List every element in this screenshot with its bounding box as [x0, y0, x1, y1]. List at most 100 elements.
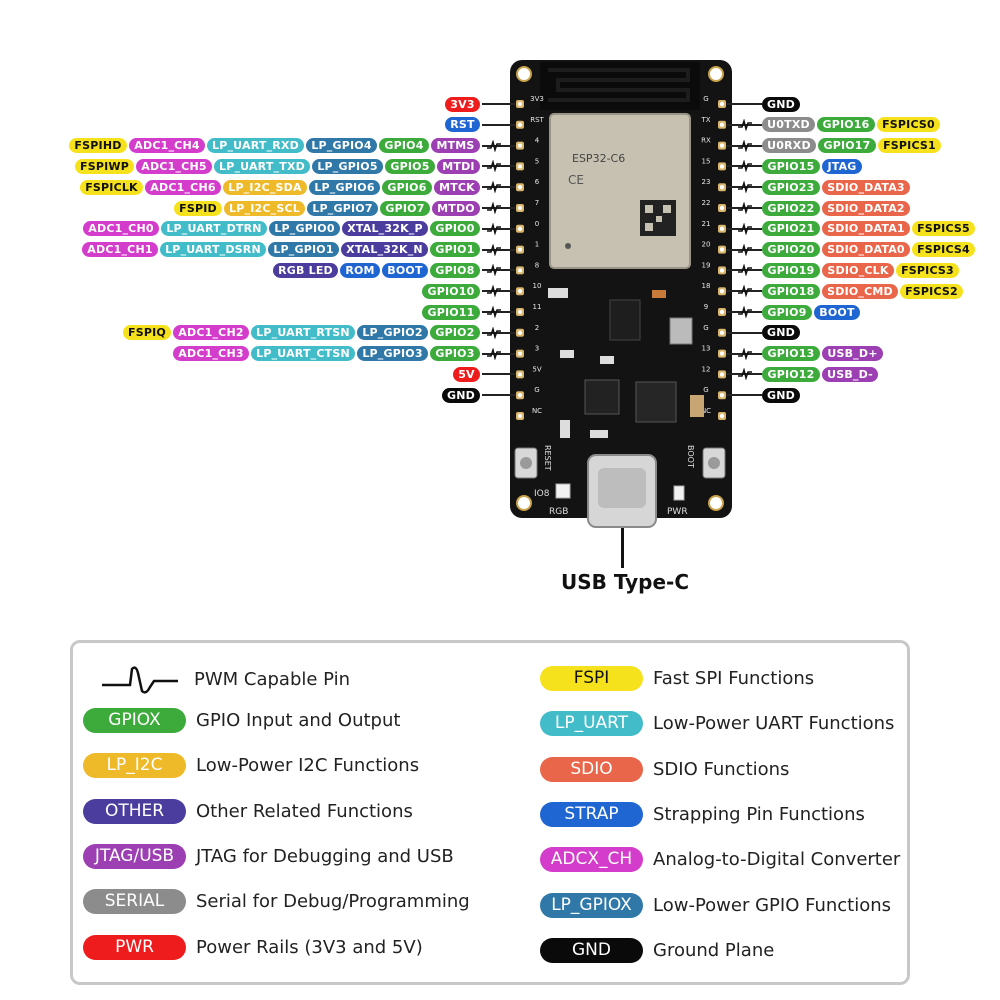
adc1-ch5-label: ADC1_CH5	[136, 158, 212, 174]
left-header-hole	[517, 413, 523, 419]
io8-silk: IO8	[534, 489, 550, 499]
gnd-label: GND	[442, 387, 480, 403]
boot-silk: BOOT	[686, 445, 695, 468]
fspi-legend-text: Fast SPI Functions	[653, 668, 815, 689]
left-silk-label: 3V3	[530, 95, 544, 103]
pin-lead-line	[482, 248, 516, 251]
pin-lead-line	[482, 311, 516, 313]
right-silk-label: 21	[702, 220, 711, 228]
lp-gpiox-legend-pill: LP_GPIOX	[540, 892, 643, 918]
pwr-legend-text: Power Rails (3V3 and 5V)	[196, 936, 423, 958]
gpio17-label: GPIO17	[818, 138, 876, 154]
right-silk-label: 15	[702, 157, 711, 165]
svg-text:CE: CE	[568, 173, 584, 187]
pwm-wave-icon	[102, 666, 178, 694]
right-silk-label: NC	[701, 407, 711, 415]
gnd-label: GND	[762, 96, 800, 112]
left-header-hole	[517, 226, 523, 231]
gpio11-label: GPIO11	[422, 304, 480, 320]
lp-uart-rxd-label: LP_UART_RXD	[207, 138, 304, 154]
left-silk-label: G	[534, 386, 539, 394]
lp-gpio5-label: LP_GPIO5	[312, 158, 383, 174]
left-silk-label: 2	[535, 324, 539, 332]
lp-uart-ctsn-label: LP_UART_CTSN	[251, 346, 355, 362]
module-pin1-dot	[565, 243, 571, 249]
smd-component	[590, 430, 608, 438]
left-header-hole	[517, 351, 523, 356]
gnd-label: GND	[762, 387, 800, 403]
module-label: ESP32-C6	[572, 152, 625, 165]
right-header-hole	[719, 372, 725, 377]
pwm-wave-icon	[487, 139, 501, 152]
gpio4-label: GPIO4	[379, 138, 429, 154]
pwm-wave-icon	[487, 160, 501, 173]
strap-legend-pill: STRAP	[540, 801, 643, 827]
right-silk-label: 20	[702, 241, 711, 249]
mount-hole	[516, 66, 532, 82]
right-silk-label: RX	[701, 137, 711, 145]
rom-label: ROM	[340, 262, 380, 278]
right-header-hole	[719, 309, 725, 315]
pwr-silk: PWR	[667, 507, 688, 517]
left-header-hole	[517, 247, 523, 252]
pin-lead-line	[482, 269, 516, 272]
adc1-ch6-label: ADC1_CH6	[145, 179, 221, 195]
left-header-hole	[517, 185, 523, 190]
lp-i2c-legend-text: Low-Power I2C Functions	[196, 755, 420, 777]
smd-component	[652, 290, 666, 298]
strap-legend-text: Strapping Pin Functions	[653, 803, 865, 825]
pwm-legend-text: PWM Capable Pin	[194, 669, 351, 690]
gpio21-label: GPIO21	[762, 221, 820, 237]
fspics3-label: FSPICS3	[896, 262, 959, 278]
adc1-ch3-label: ADC1_CH3	[173, 346, 249, 362]
usb-d-label: USB_D-	[822, 366, 878, 382]
left-header-hole	[517, 122, 523, 128]
gpio15-label: GPIO15	[762, 158, 820, 174]
gnd-legend-pill: GND	[540, 937, 643, 963]
right-header-hole	[719, 268, 725, 273]
pin-lead-line	[726, 227, 762, 230]
mount-hole	[516, 495, 532, 511]
left-silk-label: 6	[535, 178, 540, 186]
right-header-hole	[719, 185, 725, 190]
gpio0-label: GPIO0	[430, 221, 480, 237]
pwm-wave-icon	[738, 139, 752, 152]
left-silk-label: 7	[535, 199, 539, 207]
right-header-hole	[719, 164, 725, 169]
right-silk-label: 9	[704, 303, 708, 311]
fspihd-label: FSPIHD	[69, 138, 127, 154]
pin-lead-line	[726, 123, 762, 126]
boot-label: BOOT	[814, 304, 860, 320]
left-silk-label: 10	[533, 282, 542, 290]
lp-uart-rtsn-label: LP_UART_RTSN	[251, 325, 355, 341]
pwm-wave-icon	[738, 202, 752, 214]
left-header-hole	[517, 143, 523, 148]
pwm-wave-icon	[738, 222, 752, 235]
jtag-usb-legend-pill: JTAG/USB	[83, 843, 186, 869]
lp-uart-legend-text: Low-Power UART Functions	[653, 713, 895, 735]
right-header-hole	[719, 143, 725, 148]
3v3-label: 3V3	[445, 96, 480, 112]
lp-i2c-legend-pill: LP_I2C	[83, 753, 186, 779]
left-silk-label: 0	[535, 220, 539, 228]
pin-lead-line	[482, 373, 516, 376]
right-header-hole	[719, 330, 725, 335]
adcx-ch-legend-text: Analog-to-Digital Converter	[653, 849, 901, 871]
gpio13-label: GPIO13	[762, 346, 820, 362]
right-header-hole	[719, 351, 725, 356]
pin-lead-line	[726, 269, 762, 272]
adc1-ch2-label: ADC1_CH2	[173, 325, 249, 341]
fspics0-label: FSPICS0	[877, 117, 940, 133]
5v-label: 5V	[453, 366, 480, 382]
pin-lead-line	[726, 352, 762, 355]
serial-legend-pill: SERIAL	[83, 889, 186, 915]
pin-lead-line	[726, 207, 762, 209]
gpio1-label: GPIO1	[430, 242, 480, 258]
right-header-hole	[719, 205, 725, 211]
pin-lead-line	[482, 352, 516, 355]
lp-uart-legend-pill: LP_UART	[540, 711, 643, 737]
right-silk-label: 19	[702, 261, 711, 269]
fspics1-label: FSPICS1	[878, 138, 941, 154]
